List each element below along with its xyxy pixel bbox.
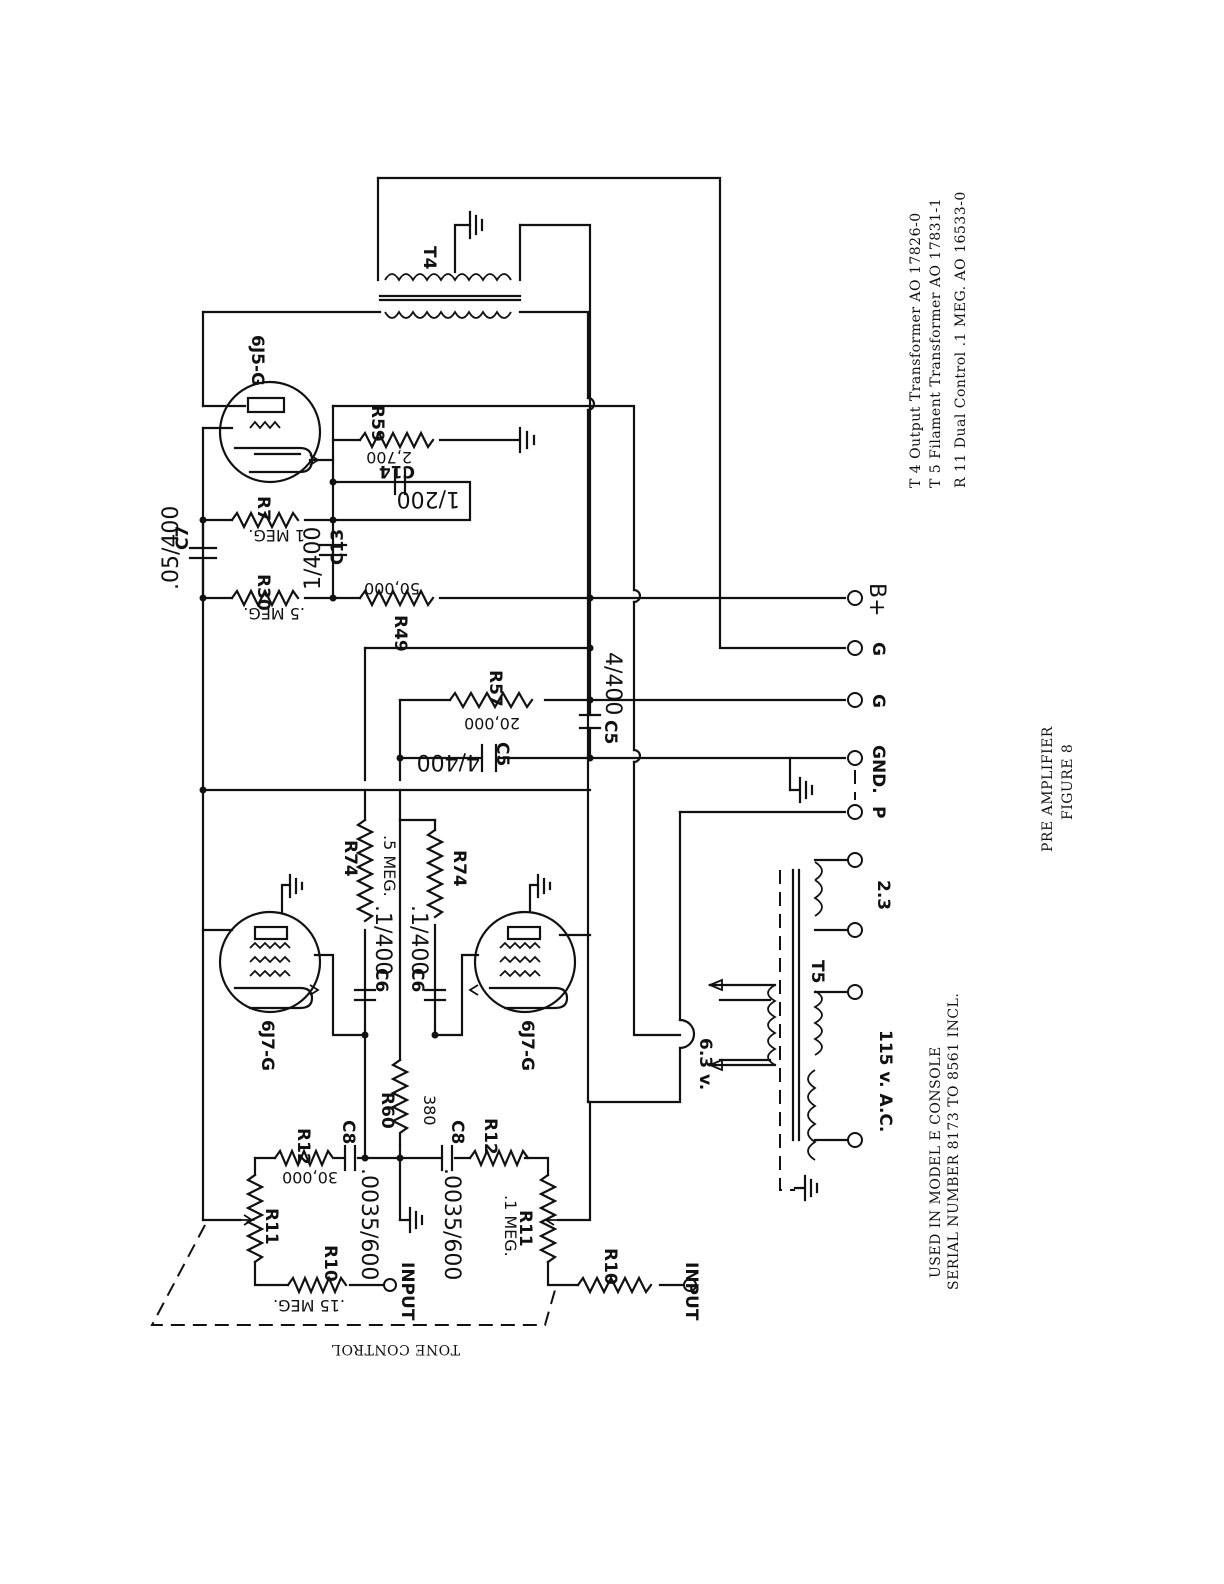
component-labels: 6J5-G 6J7-G 6J7-G T4 T5 R59 2,700 C14 1/… — [159, 246, 895, 1357]
label-input-a: INPUT — [397, 1262, 417, 1321]
label-r10-a: R10 — [320, 1245, 340, 1282]
terminal-input-a — [383, 1278, 397, 1292]
label-r74-a: R74 — [340, 840, 360, 877]
label-r7: R7 — [253, 496, 273, 521]
label-c6-a: C6 — [371, 968, 391, 992]
label-r60-value: 380 — [420, 1095, 439, 1126]
tube-6j5 — [218, 380, 322, 484]
label-c8-b-value: .0035/600 — [439, 1168, 464, 1280]
label-r59: R59 — [367, 405, 387, 442]
terminal-b-plus — [847, 590, 863, 606]
label-r49: R49 — [390, 615, 410, 652]
label-c8-b: C8 — [447, 1120, 467, 1144]
label-r11-b: R11 — [515, 1210, 535, 1247]
label-r74-a-value: .5 MEG. — [380, 835, 399, 897]
label-r74-b: R74 — [449, 850, 469, 887]
label-terminal-g2: G — [868, 694, 888, 708]
terminal-p — [847, 804, 863, 820]
terminal-g2 — [847, 692, 863, 708]
t5-filament-transformer — [707, 858, 857, 1191]
label-t5: T5 — [807, 960, 827, 983]
label-r12-a: R12 — [293, 1128, 313, 1165]
label-c13: C13 — [328, 529, 348, 565]
label-r57: R57 — [485, 670, 505, 707]
terminal-ac-a — [847, 984, 863, 1000]
label-2-3: 2.3 — [873, 880, 893, 910]
label-r10-b: R10 — [600, 1248, 620, 1285]
legend-line-r11: R 11 Dual Control .1 MEG. AO 16533-0 — [953, 191, 969, 488]
tube-6j7-bottom — [468, 873, 577, 1014]
label-terminal-p: P — [868, 806, 888, 818]
label-c8-a-value: .0035/600 — [356, 1168, 381, 1280]
t4-output-transformer — [378, 210, 522, 319]
label-r30-value: .5 MEG. — [243, 604, 305, 623]
label-r7-value: 1 MEG. — [248, 526, 305, 545]
label-6-3v: 6.3 v. — [695, 1038, 715, 1090]
caption-figure: FIGURE 8 — [1060, 744, 1076, 820]
parts-legend: T 4 Output Transformer AO 17826-0 T 5 Fi… — [908, 191, 969, 488]
terminals — [383, 590, 863, 1292]
terminal-input-b — [683, 1278, 697, 1292]
label-r12-a-value: 30,000 — [282, 1168, 338, 1187]
label-6j5: 6J5-G — [247, 335, 267, 386]
label-115vac: 115 v. A.C. — [875, 1030, 895, 1132]
label-r30: R30 — [253, 574, 273, 611]
label-t4: T4 — [419, 246, 439, 270]
label-r11-a: R11 — [261, 1208, 281, 1245]
terminal-ac-b — [847, 1132, 863, 1148]
label-c6-b: C6 — [407, 968, 427, 992]
capacitors — [188, 468, 592, 1172]
legend-line-t4: T 4 Output Transformer AO 17826-0 — [908, 212, 924, 488]
label-r11-b-value: .1 MEG. — [501, 1195, 520, 1257]
label-c5-a: C5 — [600, 720, 620, 744]
terminal-g1 — [847, 640, 863, 656]
label-c6-a-value: .1/400 — [370, 905, 395, 975]
label-6j7-top: 6J7-G — [257, 1020, 277, 1071]
label-r10-a-value: .15 MEG. — [273, 1296, 345, 1315]
terminal-gnd — [847, 750, 863, 766]
label-terminal-b-plus: B+ — [864, 583, 889, 617]
label-c5-a-value: 4/400 — [600, 652, 625, 715]
caption-serial: SERIAL NUMBER 8173 TO 8561 INCL. — [946, 993, 962, 1290]
terminal-2-3-b — [847, 922, 863, 938]
label-r12-b: R12 — [480, 1118, 500, 1155]
label-c6-b-value: .1/400 — [406, 905, 431, 975]
ground-symbols — [398, 426, 819, 1234]
tube-6j7-top — [218, 873, 322, 1014]
label-c7: C7 — [173, 526, 193, 550]
terminal-2-3-a — [847, 852, 863, 868]
label-terminal-gnd: GND. — [868, 745, 888, 794]
resistors — [230, 430, 653, 1295]
label-c5-b-value: 4/400 — [417, 749, 480, 774]
label-c5-b: C5 — [492, 742, 512, 766]
label-input-b: INPUT — [681, 1262, 701, 1321]
label-c14-value: 1/200 — [397, 486, 460, 511]
label-tone-control: TONE CONTROL — [331, 1341, 460, 1357]
label-c14: C14 — [379, 461, 415, 481]
junction-dots — [199, 478, 594, 1162]
label-r60: R60 — [377, 1092, 397, 1129]
figure-caption: USED IN MODEL E CONSOLE SERIAL NUMBER 81… — [928, 726, 1076, 1290]
label-c8-a: C8 — [338, 1120, 358, 1144]
label-6j7-bottom: 6J7-G — [517, 1020, 537, 1071]
label-terminal-g1: G — [868, 642, 888, 656]
crossovers — [586, 396, 696, 1050]
wiring — [201, 176, 847, 1287]
label-c13-value: 1/400 — [301, 527, 326, 590]
label-c7-value: .05/400 — [159, 506, 184, 590]
caption-title: PRE AMPLIFIER — [1040, 726, 1056, 852]
label-r57-value: 20,000 — [464, 714, 520, 733]
legend-line-t5: T 5 Filament Transformer AO 17831-1 — [928, 198, 944, 488]
label-r59-value: 2,700 — [366, 448, 412, 467]
label-r49-value: 50,000 — [364, 579, 420, 598]
caption-used-in: USED IN MODEL E CONSOLE — [928, 1046, 944, 1278]
tone-control-boundary — [150, 1224, 556, 1326]
